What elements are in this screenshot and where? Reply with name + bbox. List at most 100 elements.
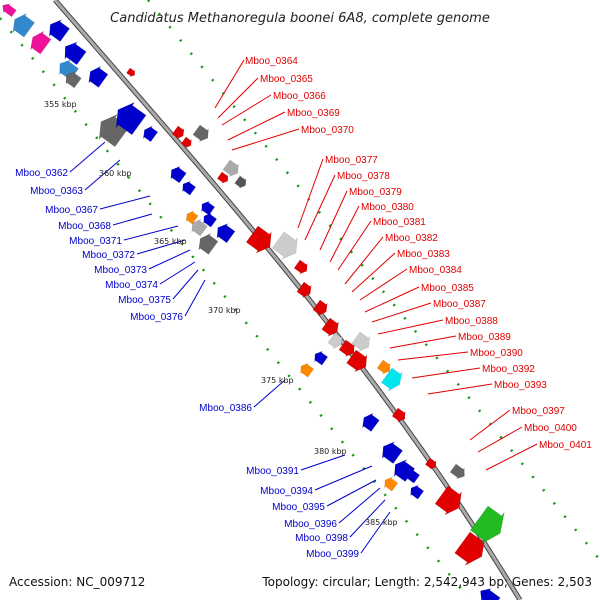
forward-leader-line bbox=[337, 220, 372, 271]
gene-label[interactable]: Mboo_0366 bbox=[273, 91, 326, 102]
forward-gene-glyph bbox=[376, 359, 391, 375]
gene-label[interactable]: Mboo_0392 bbox=[482, 364, 535, 375]
gene-arrow bbox=[30, 30, 52, 55]
gene-arrow bbox=[424, 457, 437, 470]
reverse-gene-glyph bbox=[64, 41, 87, 66]
gene-label[interactable]: Mboo_0390 bbox=[470, 348, 523, 359]
reverse-gene-glyph bbox=[170, 165, 187, 184]
gene-arrow bbox=[480, 588, 501, 600]
gene-arrow bbox=[393, 459, 415, 482]
genome-summary-text: Topology: circular; Length: 2,542,943 bp… bbox=[261, 575, 592, 589]
gene-label[interactable]: Mboo_0378 bbox=[337, 171, 390, 182]
gene-arrow bbox=[338, 339, 355, 358]
gene-label[interactable]: Mboo_0374 bbox=[105, 280, 158, 291]
reverse-gene-glyph bbox=[203, 212, 218, 228]
gene-label[interactable]: Mboo_0376 bbox=[130, 312, 183, 323]
reverse-leader-line bbox=[123, 225, 179, 241]
gene-label[interactable]: Mboo_0363 bbox=[30, 186, 83, 197]
gene-arrow bbox=[300, 362, 315, 378]
reverse-gene-labels: Mboo_0362 Mboo_0363 Mboo_0367 Mboo_0368 … bbox=[15, 168, 359, 560]
gene-label[interactable]: Mboo_0377 bbox=[325, 155, 378, 166]
forward-gene-glyph bbox=[321, 317, 339, 337]
gene-label[interactable]: Mboo_0364 bbox=[245, 56, 298, 67]
gene-label[interactable]: Mboo_0379 bbox=[349, 187, 402, 198]
gene-label[interactable]: Mboo_0362 bbox=[15, 168, 68, 179]
reverse-leader-line bbox=[300, 454, 346, 471]
gene-label[interactable]: Mboo_0388 bbox=[445, 316, 498, 327]
forward-leader-line bbox=[485, 443, 538, 471]
gene-label[interactable]: Mboo_0372 bbox=[82, 250, 135, 261]
gene-arrow bbox=[376, 359, 391, 375]
gene-arrow bbox=[192, 124, 209, 143]
gene-label[interactable]: Mboo_0368 bbox=[58, 221, 111, 232]
reverse-gene-glyph bbox=[191, 218, 208, 237]
forward-gene-glyph bbox=[434, 485, 462, 516]
gene-label[interactable]: Mboo_0383 bbox=[397, 249, 450, 260]
gene-label[interactable]: Mboo_0396 bbox=[284, 519, 337, 530]
reverse-leader-line bbox=[172, 269, 199, 300]
forward-leader-line bbox=[377, 319, 444, 335]
forward-leader-line bbox=[411, 367, 481, 379]
reverse-leader-line bbox=[314, 465, 373, 491]
gene-arrow bbox=[88, 66, 109, 88]
gene-label[interactable]: Mboo_0401 bbox=[539, 440, 592, 451]
gene-label[interactable]: Mboo_0365 bbox=[260, 74, 313, 85]
forward-gene-glyph bbox=[216, 171, 229, 184]
forward-gene-glyph bbox=[222, 159, 239, 178]
reverse-leader-line bbox=[184, 279, 206, 317]
reverse-gene-glyph bbox=[406, 468, 421, 484]
gene-label[interactable]: Mboo_0369 bbox=[287, 108, 340, 119]
gene-label[interactable]: Mboo_0389 bbox=[458, 332, 511, 343]
gene-label[interactable]: Mboo_0385 bbox=[421, 283, 474, 294]
gene-arrow bbox=[470, 505, 505, 545]
gene-arrow bbox=[381, 441, 403, 464]
label-leaders bbox=[69, 59, 538, 554]
gene-label[interactable]: Mboo_0387 bbox=[433, 299, 486, 310]
gene-label[interactable]: Mboo_0371 bbox=[69, 236, 122, 247]
gene-label[interactable]: Mboo_0395 bbox=[272, 502, 325, 513]
gene-label[interactable]: Mboo_0367 bbox=[45, 205, 98, 216]
forward-leader-line bbox=[319, 190, 348, 251]
forward-leader-line bbox=[329, 205, 360, 263]
feature-track bbox=[2, 3, 505, 600]
gene-label[interactable]: Mboo_0397 bbox=[512, 406, 565, 417]
forward-gene-glyph bbox=[296, 281, 312, 298]
gene-label[interactable]: Mboo_0393 bbox=[494, 380, 547, 391]
gene-label[interactable]: Mboo_0380 bbox=[361, 202, 414, 213]
forward-gene-glyph bbox=[381, 367, 403, 392]
forward-leader-line bbox=[364, 286, 420, 313]
forward-gene-glyph bbox=[470, 505, 505, 545]
gene-label[interactable]: Mboo_0381 bbox=[373, 217, 426, 228]
forward-gene-glyph bbox=[180, 136, 192, 149]
gene-label[interactable]: Mboo_0399 bbox=[306, 549, 359, 560]
forward-gene-glyph bbox=[346, 349, 368, 373]
gene-arrow bbox=[406, 468, 421, 484]
reverse-gene-glyph bbox=[384, 476, 399, 492]
reverse-leader-line bbox=[253, 379, 286, 408]
reverse-gene-glyph bbox=[216, 223, 236, 244]
gene-label[interactable]: Mboo_0375 bbox=[118, 295, 171, 306]
gene-label[interactable]: Mboo_0373 bbox=[94, 265, 147, 276]
forward-leader-line bbox=[297, 158, 324, 229]
gene-label[interactable]: Mboo_0382 bbox=[385, 233, 438, 244]
scale-label-365: 365 kbp bbox=[154, 237, 187, 246]
gene-arrow bbox=[203, 212, 218, 228]
scale-label-360: 360 kbp bbox=[99, 169, 132, 178]
gene-arrow bbox=[410, 484, 425, 500]
forward-gene-glyph bbox=[454, 531, 486, 566]
reverse-gene-glyph bbox=[115, 101, 147, 136]
gene-label[interactable]: Mboo_0370 bbox=[301, 125, 354, 136]
gene-label[interactable]: Mboo_0398 bbox=[295, 533, 348, 544]
gene-label[interactable]: Mboo_0394 bbox=[260, 486, 313, 497]
gene-label[interactable]: Mboo_0391 bbox=[246, 466, 299, 477]
forward-gene-glyph bbox=[327, 332, 343, 349]
gene-arrow bbox=[222, 159, 239, 178]
gene-label[interactable]: Mboo_0400 bbox=[524, 423, 577, 434]
forward-leader-line bbox=[359, 268, 408, 301]
reverse-leader-line bbox=[69, 141, 106, 173]
forward-leader-line bbox=[344, 236, 384, 285]
reverse-leader-line bbox=[338, 487, 381, 524]
gene-label[interactable]: Mboo_0386 bbox=[199, 403, 252, 414]
gene-label[interactable]: Mboo_0384 bbox=[409, 265, 462, 276]
